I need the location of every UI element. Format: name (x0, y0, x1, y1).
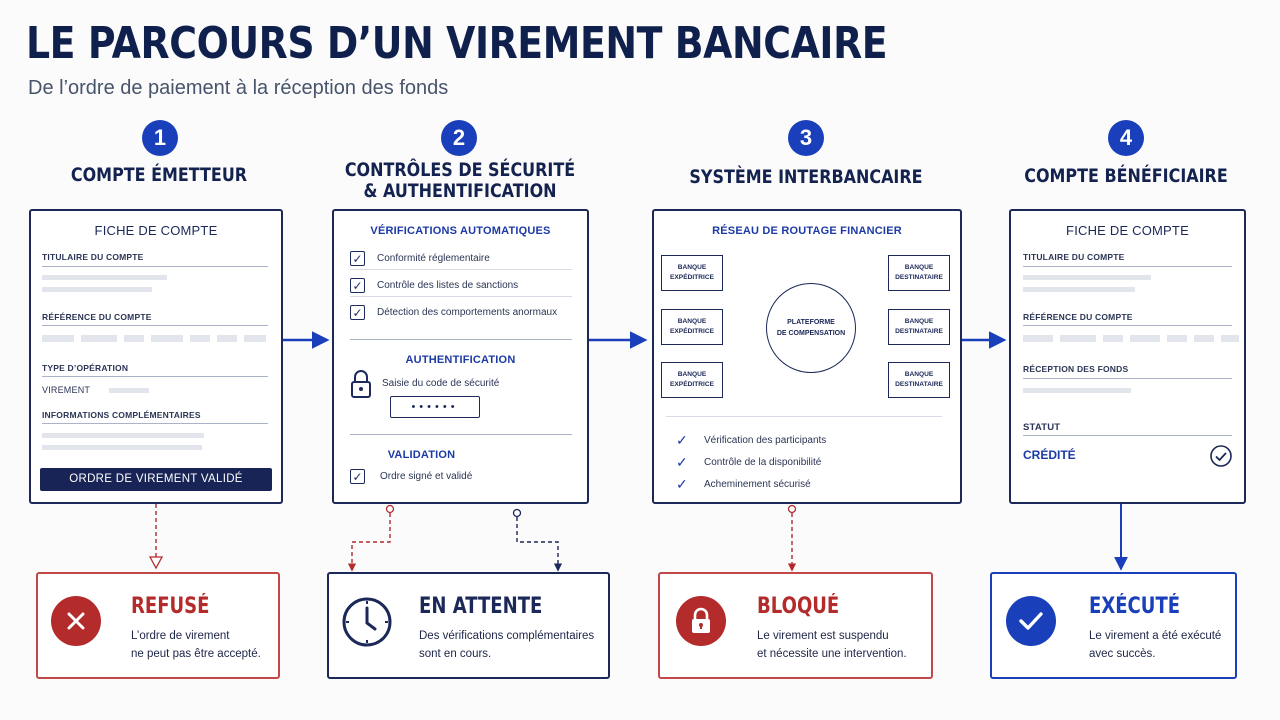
divider (42, 376, 268, 377)
step-3-number: 3 (788, 120, 824, 156)
issuer-account-card: FICHE DE COMPTE TITULAIRE DU COMPTE RÉFÉ… (29, 209, 283, 504)
check-circle-icon (1006, 596, 1056, 646)
security-code-input[interactable]: •••••• (390, 396, 480, 418)
checkmark-icon: ✓ (676, 454, 688, 470)
divider (666, 416, 942, 417)
card-title: FICHE DE COMPTE (94, 223, 218, 238)
padlock-icon (676, 596, 726, 646)
divider (42, 325, 268, 326)
operation-value: VIREMENT (42, 385, 91, 395)
step-1-number: 1 (142, 120, 178, 156)
placeholder-line (109, 388, 149, 393)
clock-icon (342, 597, 392, 647)
divider (42, 266, 268, 267)
outcome-title: EN ATTENTE (419, 594, 543, 619)
divider (1023, 378, 1232, 379)
step-4-number: 4 (1108, 120, 1144, 156)
masked-reference (42, 335, 266, 342)
checkmark-icon: ✓ (676, 476, 688, 492)
divider (350, 339, 572, 340)
reference-label: RÉFÉRENCE DU COMPTE (42, 312, 152, 322)
checkbox-checked-icon: ✓ (350, 251, 365, 266)
divider (350, 269, 572, 270)
validation-item: ✓Ordre signé et validé (350, 469, 472, 484)
divider (1023, 435, 1232, 436)
status-label: STATUT (1023, 422, 1061, 433)
status-value: CRÉDITÉ (1023, 448, 1076, 462)
validated-order-button[interactable]: ORDRE DE VIREMENT VALIDÉ (40, 468, 272, 491)
check-circle-icon (1210, 445, 1232, 467)
auth-title: AUTHENTIFICATION (405, 354, 516, 366)
funds-label: RÉCEPTION DES FONDS (1023, 364, 1129, 374)
divider (42, 423, 268, 424)
holder-label: TITULAIRE DU COMPTE (1023, 252, 1125, 262)
divider (1023, 325, 1232, 326)
security-checks-card: VÉRIFICATIONS AUTOMATIQUES ✓Conformité r… (332, 209, 589, 504)
operation-label: TYPE D’OPÉRATION (42, 363, 129, 373)
placeholder-line (42, 433, 204, 438)
checkbox-checked-icon: ✓ (350, 278, 365, 293)
beneficiary-account-card: FICHE DE COMPTE TITULAIRE DU COMPTE RÉFÉ… (1009, 209, 1246, 504)
outcome-title: BLOQUÉ (757, 594, 840, 619)
placeholder-line (1023, 388, 1131, 393)
connector-pending-navy (516, 517, 563, 572)
placeholder-line (1023, 275, 1151, 280)
routing-network-title: RÉSEAU DE ROUTAGE FINANCIER (712, 225, 902, 237)
holder-label: TITULAIRE DU COMPTE (42, 252, 144, 262)
divider (350, 434, 572, 435)
reference-label: RÉFÉRENCE DU COMPTE (1023, 312, 1133, 322)
validation-title: VALIDATION (387, 449, 456, 461)
info-label: INFORMATIONS COMPLÉMENTAIRES (42, 410, 201, 420)
placeholder-line (1023, 287, 1135, 292)
step-4-title: COMPTE BÉNÉFICIAIRE (1024, 165, 1228, 187)
divider (1023, 266, 1232, 267)
padlock-icon (351, 370, 371, 398)
auto-checks-title: VÉRIFICATIONS AUTOMATIQUES (370, 225, 551, 237)
placeholder-line (42, 445, 202, 450)
check-item: ✓Contrôle des listes de sanctions (350, 278, 518, 293)
step-2-number: 2 (441, 120, 477, 156)
masked-reference (1023, 335, 1239, 342)
page-subtitle: De l’ordre de paiement à la réception de… (28, 77, 449, 99)
connector-pending-red (347, 513, 391, 572)
check-item: ✓Détection des comportements anormaux (350, 305, 557, 320)
step-2-title: CONTRÔLES DE SÉCURITÉ & AUTHENTIFICATION (344, 159, 576, 202)
divider (350, 296, 572, 297)
card-title: FICHE DE COMPTE (1066, 223, 1189, 238)
check-item: ✓Conformité réglementaire (350, 251, 490, 266)
checkbox-checked-icon: ✓ (350, 305, 365, 320)
auth-instruction: Saisie du code de sécurité (382, 378, 500, 389)
outcome-title: EXÉCUTÉ (1089, 594, 1181, 619)
step-3-title: SYSTÈME INTERBANCAIRE (689, 166, 923, 188)
page-title: LE PARCOURS D’UN VIREMENT BANCAIRE (26, 18, 888, 69)
network-check-item: ✓Contrôle de la disponibilité (676, 454, 822, 470)
placeholder-line (42, 287, 152, 292)
step-1-title: COMPTE ÉMETTEUR (70, 164, 248, 186)
outcome-title: REFUSÉ (131, 594, 210, 619)
outcome-pending: EN ATTENTE Des vérifications complémenta… (327, 572, 610, 679)
x-circle-icon (51, 596, 101, 646)
placeholder-line (42, 275, 167, 280)
network-check-item: ✓Vérification des participants (676, 432, 827, 448)
checkmark-icon: ✓ (676, 432, 688, 448)
checkbox-checked-icon: ✓ (350, 469, 365, 484)
network-check-item: ✓Acheminement sécurisé (676, 476, 811, 492)
